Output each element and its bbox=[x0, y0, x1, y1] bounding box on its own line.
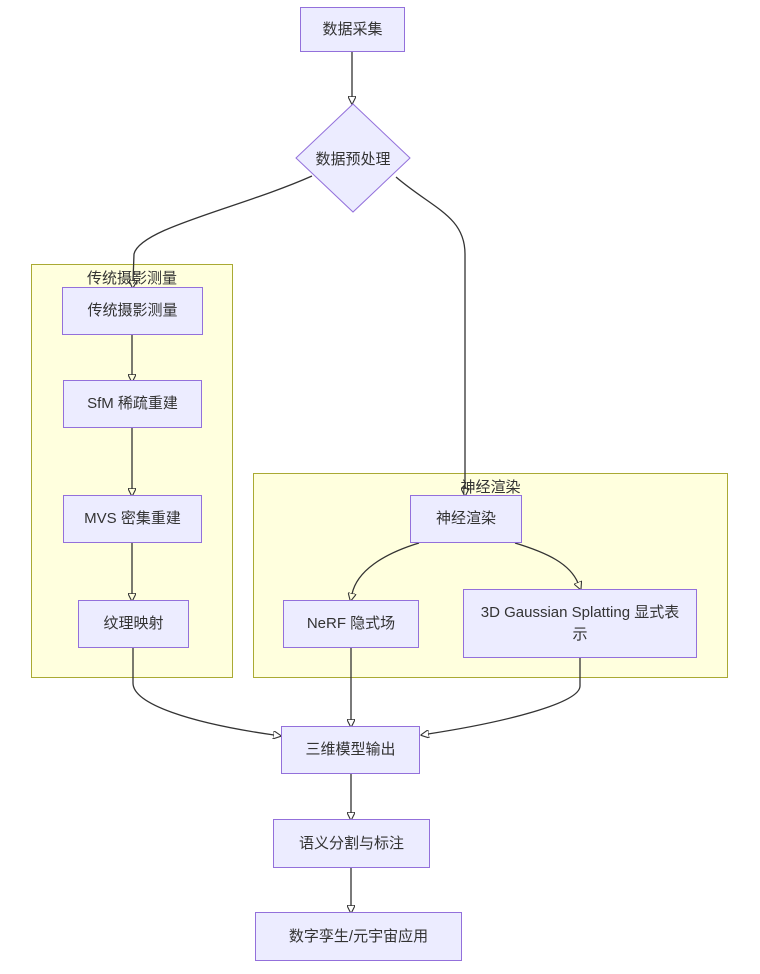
node-label: 3D Gaussian Splatting 显式表示 bbox=[480, 603, 680, 643]
edge-texture-to-output bbox=[132, 648, 274, 735]
node-gaussian-splatting: 3D Gaussian Splatting 显式表示 bbox=[463, 589, 697, 658]
node-digital-twin-application: 数字孪生/元宇宙应用 bbox=[255, 912, 462, 961]
node-traditional-photogrammetry: 传统摄影测量 bbox=[62, 287, 203, 335]
node-label: 神经渲染 bbox=[435, 510, 496, 528]
edge-neural-to-nerf bbox=[352, 542, 420, 594]
node-label: SfM 稀疏重建 bbox=[87, 395, 178, 413]
node-label: 数字孪生/元宇宙应用 bbox=[288, 927, 429, 945]
node-3d-model-output: 三维模型输出 bbox=[281, 726, 420, 774]
node-preprocessing-decision: 数据预处理 bbox=[295, 103, 411, 213]
cluster-title-traditional: 传统摄影测量 bbox=[86, 270, 177, 287]
node-label: 传统摄影测量 bbox=[87, 302, 178, 320]
edge-preprocessing-to-neural bbox=[395, 176, 465, 489]
node-data-collection: 数据采集 bbox=[300, 7, 405, 52]
node-sfm-sparse-reconstruction: SfM 稀疏重建 bbox=[63, 380, 202, 428]
node-label: 数据预处理 bbox=[315, 150, 391, 168]
edge-preprocessing-to-traditional bbox=[133, 175, 313, 281]
node-neural-rendering: 神经渲染 bbox=[410, 495, 522, 543]
cluster-title-neural: 神经渲染 bbox=[460, 479, 521, 496]
node-label: 三维模型输出 bbox=[305, 741, 396, 759]
node-label: 语义分割与标注 bbox=[298, 834, 404, 852]
node-mvs-dense-reconstruction: MVS 密集重建 bbox=[63, 495, 202, 543]
node-semantic-segmentation: 语义分割与标注 bbox=[273, 819, 430, 868]
node-label: 纹理映射 bbox=[103, 615, 164, 633]
edge-neural-to-gaussian bbox=[514, 542, 578, 583]
node-label: NeRF 隐式场 bbox=[306, 615, 396, 633]
node-nerf-implicit-field: NeRF 隐式场 bbox=[283, 600, 419, 648]
edge-gaussian-to-output bbox=[428, 658, 581, 734]
node-label: MVS 密集重建 bbox=[84, 510, 181, 528]
node-label: 数据采集 bbox=[322, 20, 383, 38]
node-texture-mapping: 纹理映射 bbox=[78, 600, 189, 648]
diamond-shape bbox=[295, 103, 411, 213]
